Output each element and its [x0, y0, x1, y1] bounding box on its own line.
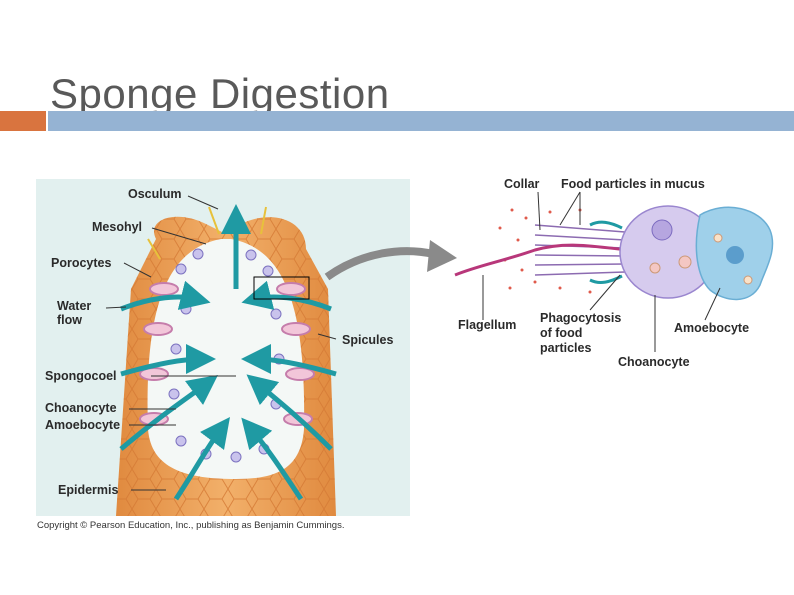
label-phagocytosis-line2: of food [540, 326, 583, 340]
label-flagellum: Flagellum [458, 318, 517, 332]
title-accent-bar-orange [0, 111, 46, 131]
slide-title: Sponge Digestion [50, 70, 390, 117]
title-accent-bar-blue [48, 111, 794, 131]
label-amoebocyte: Amoebocyte [45, 418, 121, 432]
label-collar: Collar [504, 177, 540, 191]
label-water-flow-line2: flow [57, 313, 82, 327]
sponge-body-illustration [36, 179, 410, 516]
sponge-cross-section-diagram: Osculum Mesohyl Porocytes Water flow Spi… [36, 179, 410, 516]
label-epidermis: Epidermis [58, 483, 119, 497]
copyright-notice: Copyright © Pearson Education, Inc., pub… [37, 520, 345, 531]
label-phagocytosis-line3: particles [540, 341, 592, 355]
label-right-choanocyte: Choanocyte [618, 355, 690, 369]
choanocyte-cell-illustration [454, 191, 774, 352]
label-osculum: Osculum [128, 187, 182, 201]
label-food-particles-in-mucus: Food particles in mucus [561, 177, 705, 191]
label-mesohyl: Mesohyl [92, 220, 143, 234]
zoom-arrow-icon [324, 240, 457, 281]
label-water-flow-line1: Water [57, 299, 92, 313]
label-phagocytosis-line1: Phagocytosis [540, 311, 622, 325]
label-spongocoel: Spongocoel [45, 369, 117, 383]
label-right-amoebocyte: Amoebocyte [674, 321, 750, 335]
label-porocytes: Porocytes [51, 256, 112, 270]
label-spicules: Spicules [342, 333, 394, 347]
choanocyte-detail-diagram: Collar Food particles in mucus Flagellum… [440, 170, 780, 380]
label-choanocyte: Choanocyte [45, 401, 117, 415]
